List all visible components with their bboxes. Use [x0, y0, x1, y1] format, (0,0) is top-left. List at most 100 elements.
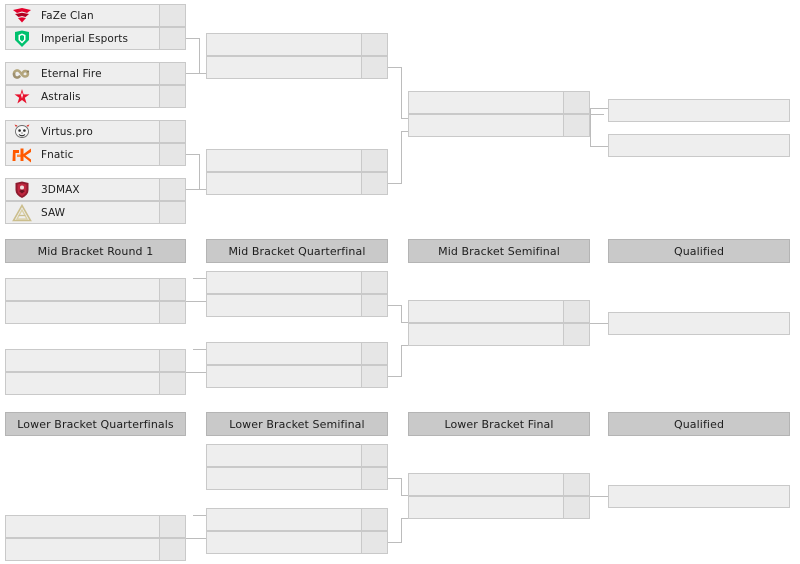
team-name-cell: [6, 350, 159, 371]
connector-line: [388, 478, 402, 479]
match-slot[interactable]: [408, 91, 590, 114]
score-cell: [361, 343, 387, 364]
score-cell: [159, 539, 185, 560]
connector-line: [199, 154, 200, 189]
match-slot[interactable]: [5, 372, 186, 395]
connector-line: [388, 305, 402, 306]
match-slot[interactable]: [408, 323, 590, 346]
match-slot[interactable]: [408, 473, 590, 496]
score-cell: [361, 57, 387, 78]
connector-line: [193, 349, 206, 350]
match-slot[interactable]: [206, 56, 388, 79]
round-header-lower-quarterfinals: Lower Bracket Quarterfinals: [5, 412, 186, 436]
fnatic-logo: [9, 144, 35, 165]
match-slot[interactable]: FaZe Clan: [5, 4, 186, 27]
match-slot[interactable]: [5, 515, 186, 538]
team-name-cell: [409, 474, 563, 495]
connector-line: [186, 189, 200, 190]
score-cell: [159, 5, 185, 26]
score-cell: [361, 272, 387, 293]
score-cell: [159, 63, 185, 84]
team-name-cell: [409, 92, 563, 113]
connector-line: [199, 38, 200, 73]
match-slot[interactable]: [206, 294, 388, 317]
connector-line: [590, 108, 608, 109]
match-slot[interactable]: [206, 149, 388, 172]
round-header-lower-final: Lower Bracket Final: [408, 412, 590, 436]
match-slot[interactable]: [206, 531, 388, 554]
connector-line: [186, 73, 200, 74]
connector-line: [401, 131, 402, 183]
match-slot[interactable]: [5, 278, 186, 301]
team-name-cell: 3DMAX: [41, 183, 80, 196]
team-name-cell: Astralis: [41, 90, 81, 103]
match-slot[interactable]: [5, 538, 186, 561]
score-cell: [563, 115, 589, 136]
qualified-slot[interactable]: [608, 485, 790, 508]
team-name-cell: [609, 135, 789, 156]
team-name-cell: [609, 486, 789, 507]
team-name-cell: [409, 115, 563, 136]
connector-line: [193, 278, 206, 279]
connector-line: [590, 323, 608, 324]
team-name-cell: [207, 295, 361, 316]
virtuspro-logo: [9, 121, 35, 142]
match-slot[interactable]: Imperial Esports: [5, 27, 186, 50]
connector-line: [388, 183, 402, 184]
score-cell: [159, 144, 185, 165]
connector-line: [388, 67, 402, 68]
connector-line: [186, 538, 206, 539]
match-slot[interactable]: [206, 342, 388, 365]
qualified-slot[interactable]: [608, 99, 790, 122]
score-cell: [361, 445, 387, 466]
team-name-cell: [609, 100, 789, 121]
match-slot[interactable]: Virtus.pro: [5, 120, 186, 143]
match-slot[interactable]: [206, 365, 388, 388]
match-slot[interactable]: [5, 301, 186, 324]
match-slot[interactable]: [408, 300, 590, 323]
score-cell: [361, 150, 387, 171]
connector-line: [401, 518, 402, 542]
round-header-lower-semifinal: Lower Bracket Semifinal: [206, 412, 388, 436]
round-header-mid-semifinal: Mid Bracket Semifinal: [408, 239, 590, 263]
connector-line: [388, 542, 402, 543]
match-slot[interactable]: [5, 349, 186, 372]
score-cell: [159, 86, 185, 107]
3dmax-logo: [9, 179, 35, 200]
connector-line: [401, 118, 408, 119]
qualified-slot[interactable]: [608, 134, 790, 157]
connector-line: [590, 114, 604, 115]
match-slot[interactable]: [206, 172, 388, 195]
faze-logo: [9, 5, 35, 26]
match-slot[interactable]: SAW: [5, 201, 186, 224]
team-name-cell: [207, 150, 361, 171]
match-slot[interactable]: [206, 444, 388, 467]
score-cell: [159, 373, 185, 394]
round-header-lower-qualified: Qualified: [608, 412, 790, 436]
match-slot[interactable]: [206, 271, 388, 294]
team-name-cell: [609, 313, 789, 334]
connector-line: [186, 154, 200, 155]
match-slot[interactable]: [408, 496, 590, 519]
match-slot[interactable]: [408, 114, 590, 137]
match-slot[interactable]: 3DMAX: [5, 178, 186, 201]
score-cell: [361, 468, 387, 489]
match-slot[interactable]: Eternal Fire: [5, 62, 186, 85]
qualified-slot[interactable]: [608, 312, 790, 335]
team-name-cell: Imperial Esports: [41, 32, 129, 45]
match-slot[interactable]: Astralis: [5, 85, 186, 108]
match-slot[interactable]: [206, 467, 388, 490]
connector-line: [590, 496, 608, 497]
team-name-cell: [6, 373, 159, 394]
imperial-logo: [9, 28, 35, 49]
eternal-fire-logo: [9, 63, 35, 84]
match-slot[interactable]: Fnatic: [5, 143, 186, 166]
score-cell: [159, 202, 185, 223]
match-slot[interactable]: [206, 508, 388, 531]
team-name-cell: [207, 57, 361, 78]
round-header-mid-round1: Mid Bracket Round 1: [5, 239, 186, 263]
team-name-cell: FaZe Clan: [41, 9, 94, 22]
score-cell: [361, 366, 387, 387]
match-slot[interactable]: [206, 33, 388, 56]
score-cell: [159, 350, 185, 371]
